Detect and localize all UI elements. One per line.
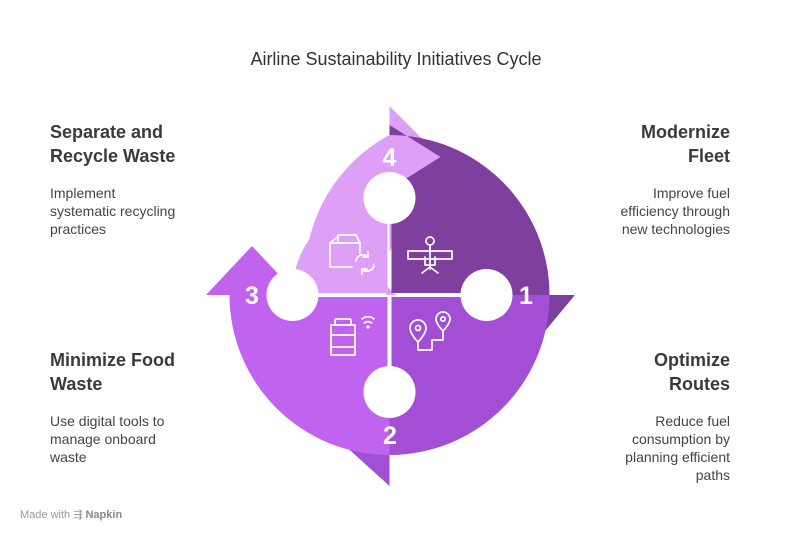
step-2-heading: Optimize Routes [653,350,730,394]
step-number-1: 1 [519,282,533,310]
airplane-icon [407,236,453,274]
napkin-logo-icon: ⇶ [73,509,83,521]
page-title: Airline Sustainability Initiatives Cycle [250,49,542,69]
step-number-4: 4 [383,144,397,172]
route-pins-icon [409,311,451,351]
smart-bin-icon [330,315,375,356]
step-4-description: Implement systematic recycling practices [50,185,176,237]
step-number-3: 3 [245,282,259,310]
recycle-box-icon [329,234,375,275]
step-3-heading: Minimize Food Waste [50,350,175,394]
step-number-2: 2 [383,422,397,450]
notch-bottom [363,366,416,418]
ring-segment-3 [206,246,390,455]
inner-quadrant-3 [292,297,388,392]
step-3-text: Minimize Food Waste Use digital tools to… [50,348,240,466]
step-2-text: Optimize Routes Reduce fuel consumption … [560,348,730,484]
step-1-heading: Modernize Fleet [640,122,730,166]
step-1-text: Modernize Fleet Improve fuel efficiency … [560,120,730,238]
step-2-description: Reduce fuel consumption by planning effi… [625,413,730,483]
footer-attribution: Made with ⇶ Napkin [20,509,123,521]
notch-right [460,269,513,321]
step-4-heading: Separate and Recycle Waste [50,122,176,166]
step-4-text: Separate and Recycle Waste Implement sys… [50,120,240,238]
notch-top [363,172,416,224]
step-3-description: Use digital tools to manage onboard wast… [50,413,165,465]
step-1-description: Improve fuel efficiency through new tech… [620,185,730,237]
inner-quadrant-1 [391,198,487,293]
notch-left [266,269,319,321]
